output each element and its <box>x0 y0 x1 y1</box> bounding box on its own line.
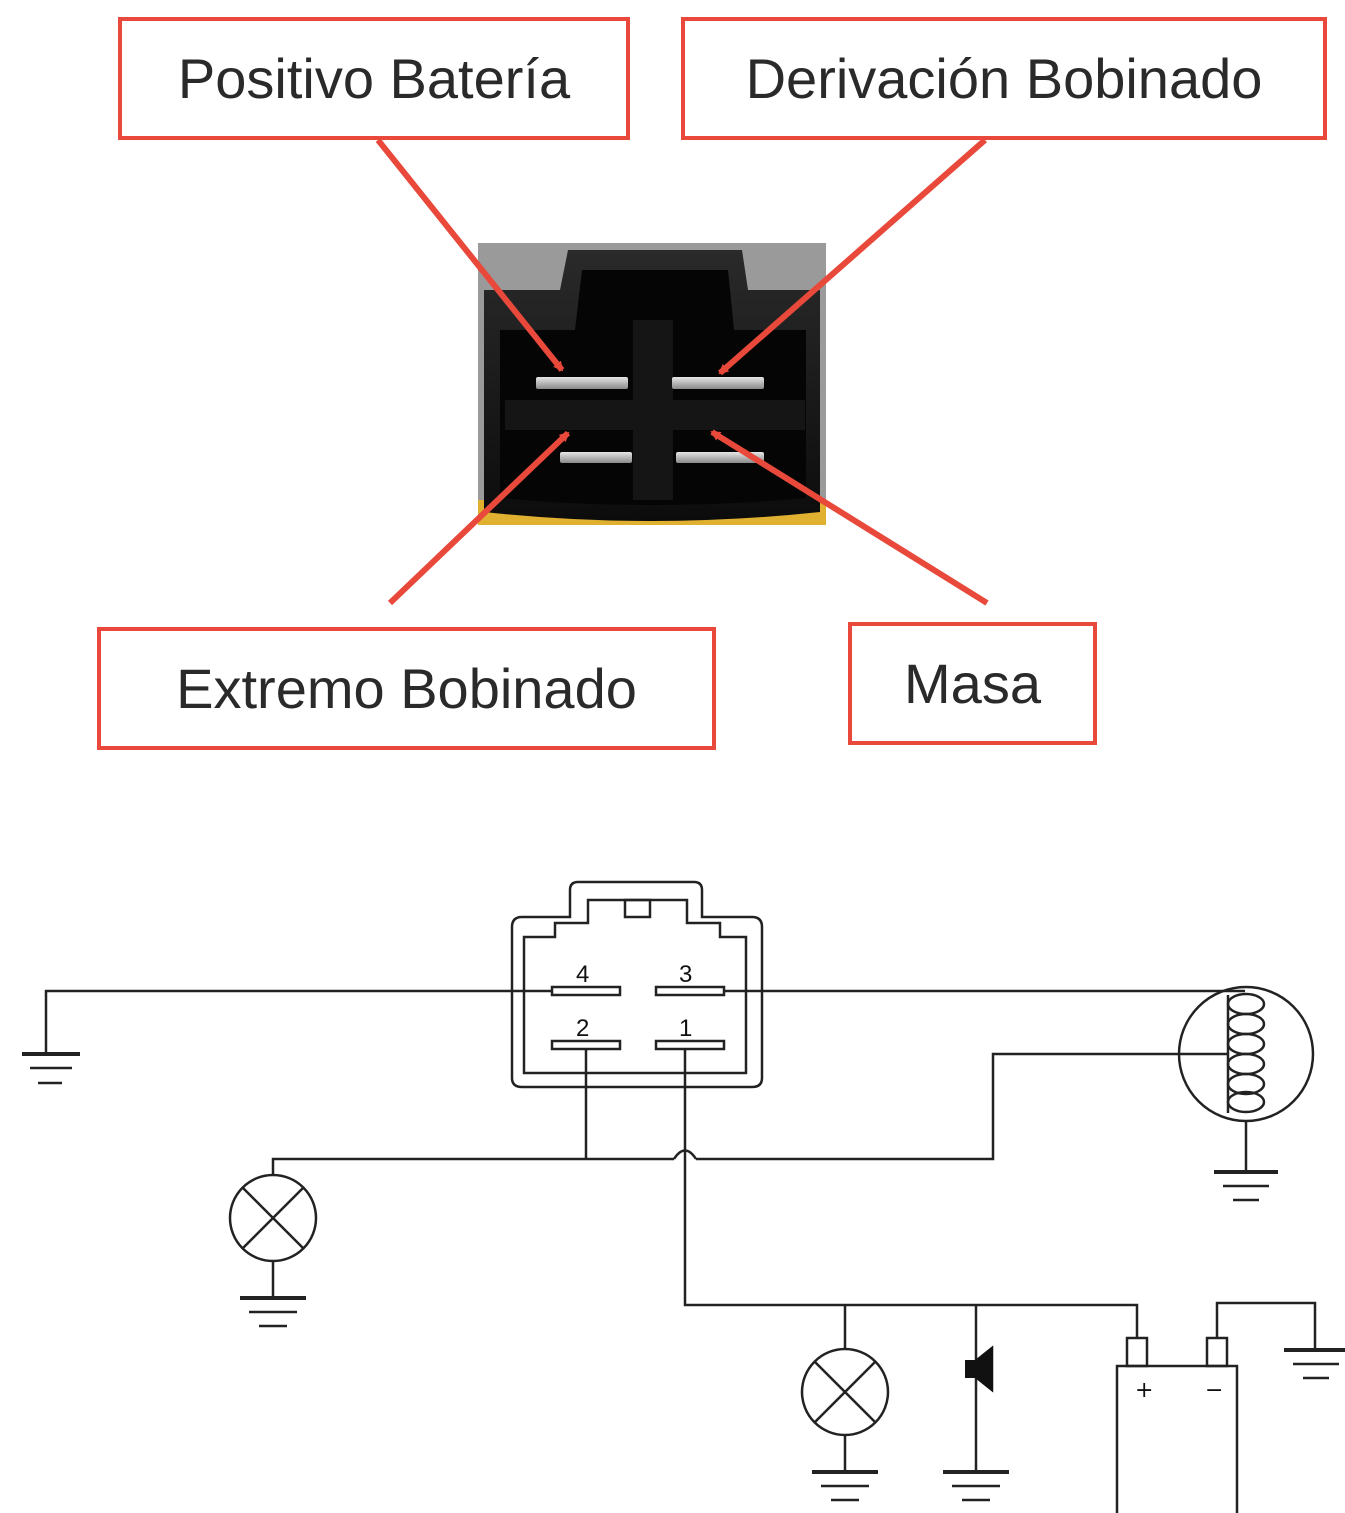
battery-icon <box>1115 1336 1239 1513</box>
terminal-extremo <box>560 452 632 463</box>
ground-symbol-icon <box>240 1296 306 1328</box>
label-positivo-bateria: Positivo Batería <box>118 17 630 140</box>
schematic-connector-inner <box>522 898 748 1075</box>
wire-battery-negative <box>1215 1301 1317 1350</box>
terminal-masa <box>676 452 764 463</box>
callout-arrows <box>375 137 989 606</box>
ground-symbol-icon <box>1214 1170 1278 1202</box>
ground-symbol-icon <box>812 1470 878 1502</box>
arrow-positivo <box>375 138 565 372</box>
battery-positive-sign: + <box>1135 1378 1153 1403</box>
pin-number-1: 1 <box>679 1015 692 1042</box>
label-derivacion-bobinado: Derivación Bobinado <box>681 17 1327 140</box>
coil-stator-icon <box>1177 985 1315 1172</box>
label-masa: Masa <box>848 622 1097 745</box>
connector-photo <box>478 243 826 525</box>
lamp-icon <box>800 1347 890 1472</box>
battery-negative-sign: − <box>1205 1378 1223 1403</box>
ground-symbol-icon <box>1284 1348 1345 1380</box>
lamp-icon <box>228 1173 318 1298</box>
ground-symbol-icon <box>943 1470 1009 1502</box>
arrow-extremo <box>387 430 571 606</box>
horn-icon <box>965 1345 994 1393</box>
terminal-positivo <box>536 377 628 389</box>
pin-number-3: 3 <box>679 961 692 988</box>
arrow-masa <box>710 429 989 606</box>
pin-4-terminal <box>550 985 622 997</box>
pin-1-terminal <box>654 1039 726 1051</box>
schematic-connector-outer <box>510 880 764 1089</box>
schematic-connector-key <box>623 898 652 919</box>
pin-2-terminal <box>550 1039 622 1051</box>
pin-number-4: 4 <box>576 961 589 988</box>
wire-pin4-ground <box>44 989 552 1054</box>
wire-pin1 <box>683 1049 1139 1338</box>
label-extremo-bobinado: Extremo Bobinado <box>97 627 716 750</box>
wire-coil-tap <box>696 1052 1228 1161</box>
wire-lamp-left <box>271 1157 674 1175</box>
ground-symbol-icon <box>22 1052 80 1085</box>
arrow-derivacion <box>718 137 987 376</box>
terminal-derivacion <box>672 377 764 389</box>
pin-3-terminal <box>654 985 726 997</box>
pin-number-2: 2 <box>576 1015 589 1042</box>
